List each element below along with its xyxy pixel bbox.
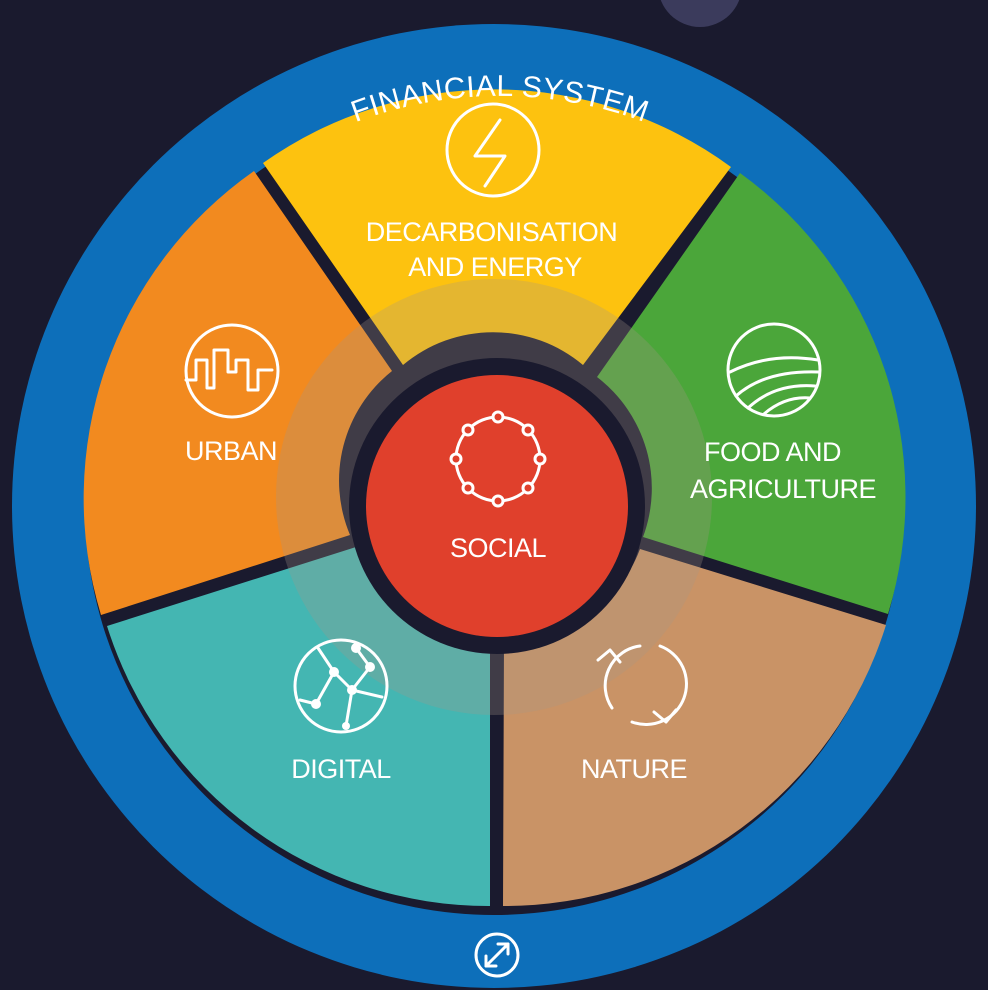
label-social: SOCIAL xyxy=(450,533,547,563)
field-icon xyxy=(726,322,822,418)
decorative-moon xyxy=(660,0,740,27)
segments-group xyxy=(83,89,906,907)
segment-digital[interactable] xyxy=(107,547,490,907)
city-skyline-icon xyxy=(184,323,280,419)
segment-nature[interactable] xyxy=(503,549,886,907)
label-nature: NATURE xyxy=(581,754,687,784)
label-digital: DIGITAL xyxy=(291,754,391,784)
label-decarbonisation: DECARBONISATION AND ENERGY xyxy=(366,217,625,282)
recycle-arrows-icon xyxy=(596,644,688,726)
exchange-arrows-icon xyxy=(474,932,520,978)
segment-food-agriculture[interactable] xyxy=(597,173,906,614)
segment-decarbonisation[interactable] xyxy=(263,89,731,365)
segment-urban[interactable] xyxy=(83,171,392,615)
label-food-agriculture: FOOD AND AGRICULTURE xyxy=(690,437,876,504)
network-globe-icon xyxy=(293,638,389,734)
label-urban: URBAN xyxy=(185,436,277,466)
lightning-bolt-icon xyxy=(445,102,541,198)
people-circle-icon xyxy=(449,410,547,508)
